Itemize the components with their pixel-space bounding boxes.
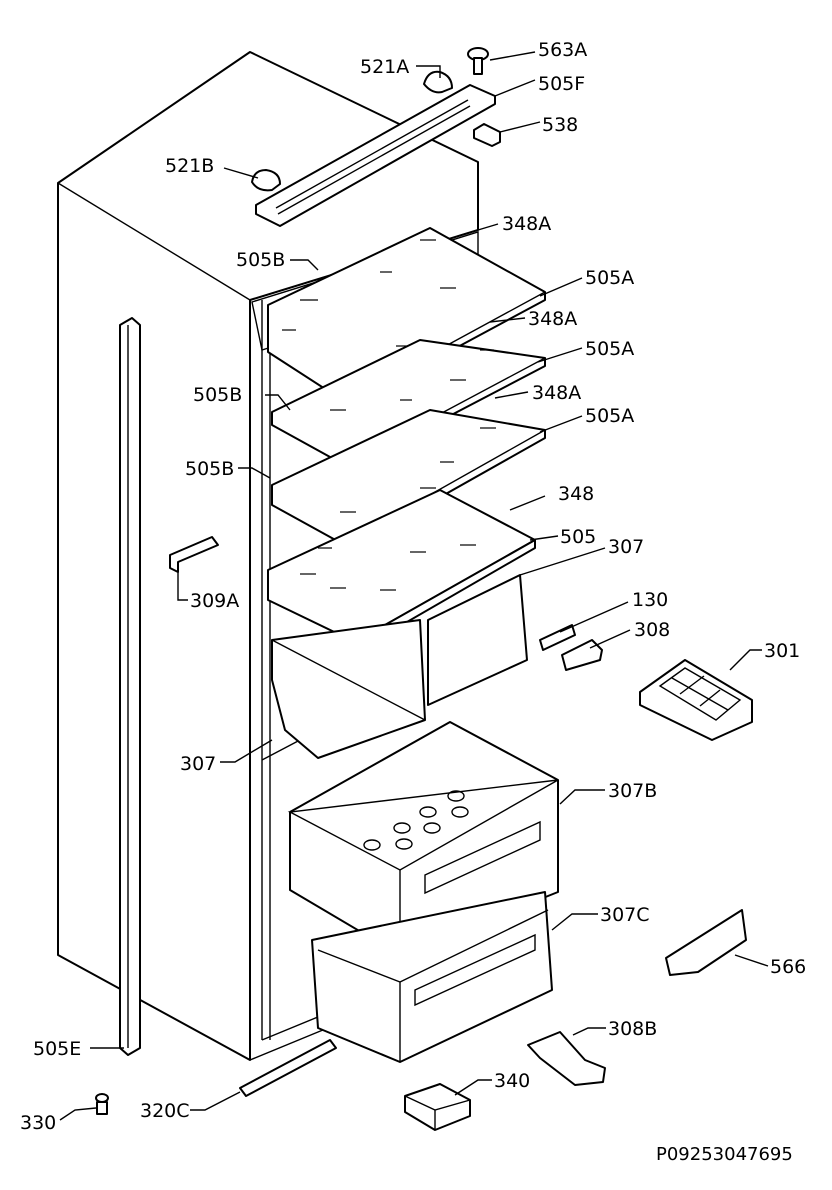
door-gasket-505E	[119, 317, 141, 1056]
part-labels: 563A 521A 505F 538 521B 348A 505B 505A 3…	[20, 39, 806, 1165]
hinge-cover-521B	[251, 169, 281, 192]
label-538: 538	[542, 114, 578, 136]
label-340: 340	[494, 1070, 530, 1092]
label-505: 505	[560, 526, 596, 548]
label-348A-2: 348A	[528, 308, 577, 330]
label-308: 308	[634, 619, 670, 641]
label-301: 301	[764, 640, 800, 662]
crisper-307C	[311, 891, 553, 1063]
label-348: 348	[558, 483, 594, 505]
label-320C: 320C	[140, 1100, 190, 1122]
hinge-308B	[527, 1031, 606, 1086]
crisper-307B	[287, 721, 559, 956]
label-307-top: 307	[608, 536, 644, 558]
diagram-code: P09253047695	[656, 1144, 793, 1165]
screw-563A	[467, 47, 489, 75]
shelf-support-309A	[169, 536, 219, 573]
screw-330	[95, 1093, 109, 1115]
hinge-538	[473, 123, 501, 147]
label-307C: 307C	[600, 904, 650, 926]
label-330: 330	[20, 1112, 56, 1134]
label-348A-1: 348A	[502, 213, 551, 235]
label-309A: 309A	[190, 590, 239, 612]
drawer-307-right	[427, 574, 528, 706]
top-rail-505F	[255, 84, 496, 227]
label-130: 130	[632, 589, 668, 611]
hinge-308	[561, 639, 603, 671]
label-505B-3: 505B	[185, 458, 234, 480]
label-563A: 563A	[538, 39, 587, 61]
label-505A-1: 505A	[585, 267, 634, 289]
label-521A: 521A	[360, 56, 409, 78]
label-566: 566	[770, 956, 806, 978]
glass-shelf-348A-3	[271, 409, 546, 549]
drawer-307-left	[271, 619, 426, 759]
label-348A-3: 348A	[532, 382, 581, 404]
label-505E: 505E	[33, 1038, 81, 1060]
label-307B: 307B	[608, 780, 657, 802]
leader-lines	[59, 51, 769, 1121]
label-505B-2: 505B	[193, 384, 242, 406]
label-505A-3: 505A	[585, 405, 634, 427]
label-505A-2: 505A	[585, 338, 634, 360]
part-566	[665, 909, 747, 976]
hinge-cover-521A	[423, 70, 453, 94]
label-307-left: 307	[180, 753, 216, 775]
ice-tray-301	[639, 659, 753, 741]
part-130	[539, 624, 576, 651]
label-308B: 308B	[608, 1018, 657, 1040]
rail-320C	[239, 1039, 337, 1097]
label-521B: 521B	[165, 155, 214, 177]
block-340	[404, 1083, 471, 1131]
label-505F: 505F	[538, 73, 585, 95]
label-505B-1: 505B	[236, 249, 285, 271]
